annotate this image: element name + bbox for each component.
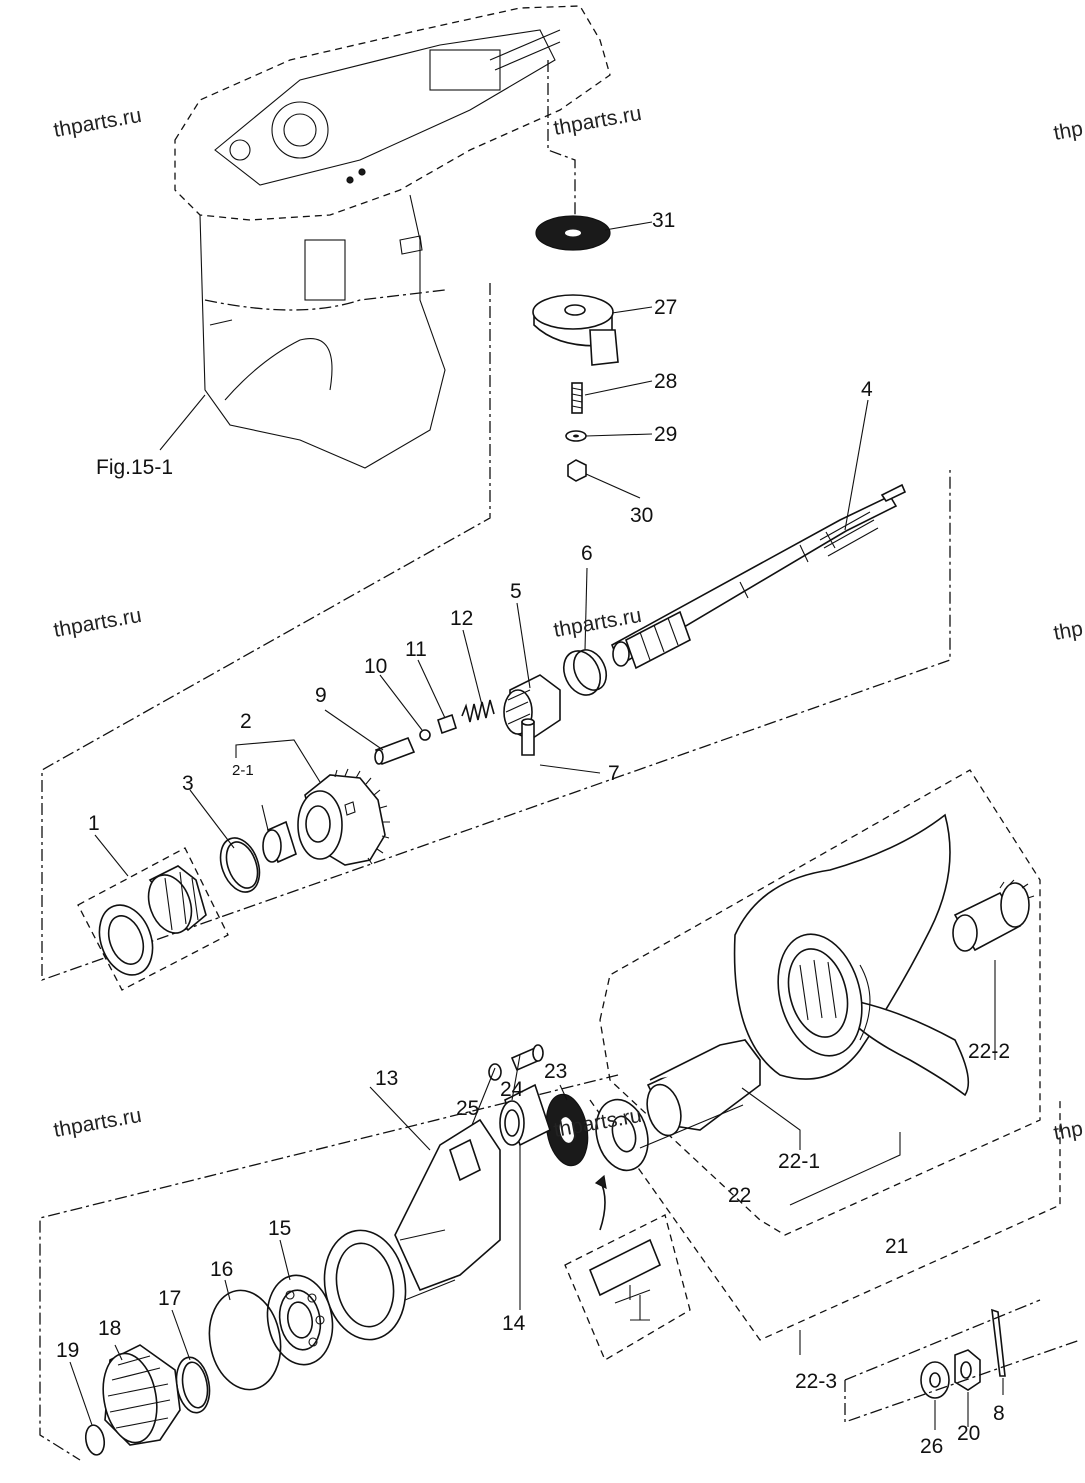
watermark: thp [1052, 117, 1085, 145]
callout-7: 6 [581, 542, 593, 565]
watermark: thparts.ru [52, 104, 143, 142]
part-20-bolt [510, 1044, 544, 1072]
watermarks: thparts.ru thparts.ru thp thparts.ru thp… [52, 102, 1085, 1145]
callout-26: 8 [993, 1402, 1005, 1425]
watermark: thparts.ru [552, 102, 643, 140]
part-7-ring [562, 649, 608, 696]
part-30-nut [567, 459, 587, 482]
callout-8: 9 [315, 684, 327, 707]
watermark: thp [1052, 617, 1085, 645]
part-15-oring [208, 1289, 282, 1391]
callout-labels: 31 27 28 29 30 4 6 5 12 11 10 9 2 2-1 3 … [56, 209, 1010, 1458]
group-box-1 [77, 847, 229, 991]
callout-31: 31 [652, 209, 675, 232]
callout-18: 19 [56, 1339, 79, 1362]
callout-13: 14 [502, 1312, 526, 1335]
callout-22: 21 [885, 1235, 908, 1258]
part-2-gear [297, 768, 390, 866]
callout-23: 22-3 [795, 1370, 837, 1393]
callout-22-1: 22 [728, 1184, 751, 1207]
part-1-bearing [98, 865, 207, 976]
group-boundary-middle [41, 283, 951, 981]
inset-detail [564, 1174, 691, 1361]
part-2-1-bushing [262, 820, 297, 864]
leader-lines [69, 221, 1004, 1430]
part-25-washer [920, 1361, 950, 1399]
callout-21: 25 [456, 1097, 479, 1120]
fig-reference-label: Fig.15-1 [96, 456, 173, 479]
callout-30: 30 [630, 504, 653, 527]
callout-28: 28 [654, 370, 677, 393]
callout-29: 29 [654, 423, 677, 446]
part-6-pin [521, 718, 535, 756]
callout-16: 17 [158, 1287, 181, 1310]
gear-case-housing [174, 5, 611, 469]
watermark: thparts.ru [52, 1104, 143, 1142]
callout-22-3: 22-2 [968, 1040, 1010, 1063]
callout-20: 24 [500, 1078, 524, 1101]
part-11-spring [461, 699, 495, 723]
callout-5: 5 [510, 580, 522, 603]
watermark: thparts.ru [52, 604, 143, 642]
callout-22-2: 22-1 [778, 1150, 820, 1173]
group-boundary-lower [39, 1074, 619, 1461]
part-9-ball [419, 729, 431, 741]
callout-12: 13 [375, 1067, 398, 1090]
part-17-gear [102, 1344, 181, 1446]
part-27-cap [532, 294, 619, 366]
part-12-bearing-housing [323, 1118, 501, 1341]
callout-15: 16 [210, 1258, 233, 1281]
part-8-slider [374, 736, 416, 766]
part-26-cotter-pin [991, 1308, 1006, 1377]
part-10-plunger [437, 713, 457, 735]
watermark: thp [1052, 1117, 1085, 1145]
callout-10: 11 [405, 638, 427, 661]
callout-24: 20 [957, 1422, 980, 1445]
group-boundary-hardware [844, 1339, 1081, 1423]
callout-2: 2 [240, 710, 252, 733]
part-19-seal [545, 1093, 589, 1167]
callout-4: 4 [861, 378, 873, 401]
bracket-2 [235, 739, 321, 783]
part-13-bearing [499, 1083, 551, 1147]
callout-27: 27 [654, 296, 677, 319]
part-22-1-thrust-washer [595, 1098, 649, 1172]
group-boundary-propeller-outer [589, 1099, 1061, 1341]
callout-17: 18 [98, 1317, 121, 1340]
part-24-nut [954, 1349, 981, 1391]
part-22-propeller [733, 813, 970, 1097]
callout-11: 12 [450, 607, 473, 630]
callout-2-1: 2-1 [232, 762, 254, 779]
part-18-washer [84, 1424, 106, 1456]
part-3-oring [219, 837, 261, 893]
callout-14: 15 [268, 1217, 291, 1240]
part-14-ball-bearing [266, 1274, 334, 1366]
callout-6: 7 [608, 762, 620, 785]
part-4-propeller-shaft [610, 483, 907, 670]
part-29-washer [565, 430, 587, 442]
callout-19: 23 [544, 1060, 567, 1083]
bracket-2-1 [261, 804, 269, 831]
callout-1: 1 [88, 812, 100, 835]
part-22-3-spline-washer [952, 879, 1035, 952]
shaft-centerline-upper [547, 60, 576, 232]
fig-reference-leader [159, 394, 206, 451]
part-22-2-spacer [646, 1039, 761, 1137]
part-28-stud [571, 382, 583, 414]
callout-25: 26 [920, 1435, 943, 1458]
callout-3: 3 [182, 772, 194, 795]
callout-9: 10 [364, 655, 387, 678]
part-31-disc [535, 215, 611, 251]
